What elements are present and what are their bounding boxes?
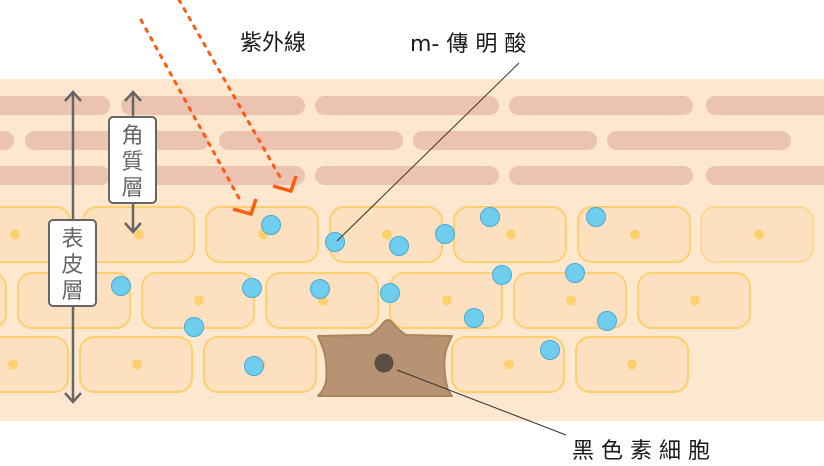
cell-nucleus [10,229,20,240]
cell-nucleus [134,229,144,240]
epidermis-cell [0,274,7,327]
cell-nucleus [627,359,637,370]
cell-nucleus [132,359,142,370]
tranexamic-acid-particle [261,215,281,235]
melanocyte-nucleus [374,353,394,373]
tranexamic-acid-particle [492,265,512,285]
cell-nucleus [754,229,764,240]
corneum-strip [315,166,499,185]
leader-lines [336,62,567,436]
tranexamic-acid-particle [565,263,585,283]
stratum-corneum-label-char: 層 [121,176,143,201]
corneum-strip [121,96,305,115]
uv-ray-arrowhead [272,175,298,194]
uv-label: 紫外線 [240,31,306,56]
cell-nucleus [504,359,514,370]
corneum-measure-arrow-up-icon [124,90,142,102]
labels: 紫外線 m- 傳 明 酸 黑 色 素 細 胞 [240,31,710,464]
tranexamic-acid-particle [586,207,606,227]
tranexamic-acid-particle [464,308,484,328]
cell-nucleus [506,229,516,240]
corneum-strip [509,96,693,115]
melanocyte-cell [317,319,453,397]
stratum-corneum-label-char: 角 [121,124,143,149]
corneum-strip [607,131,791,150]
cell-nucleus [630,229,640,240]
melanocyte-label: 黑 色 素 細 胞 [572,439,710,464]
cell-nucleus [442,295,452,306]
epidermis-label-box [48,219,97,307]
corneum-strip [706,166,824,185]
uv-rays [139,0,298,217]
corneum-strip [0,96,110,115]
corneum-strip [0,131,14,150]
tranexamic-acid-particle [389,236,409,256]
corneum-strip [509,166,693,185]
tranexamic-acid-particle [184,317,204,337]
corneum-strip [413,131,597,150]
cell-nucleus [194,295,204,306]
tranexamic-acid-particle [380,283,400,303]
epidermis-measure-arrow-up-icon [64,90,82,102]
uv-ray-line [177,0,282,179]
tranexamic-acid-particle [597,311,617,331]
melanocyte-leader [396,369,567,436]
cell-nucleus [8,359,18,370]
epidermis-label-char: 層 [61,279,83,304]
uv-ray-arrowhead [232,198,258,217]
corneum-strip [121,166,305,185]
tranexamic-acid-particle [435,224,455,244]
cell-nucleus [690,295,700,306]
tranexamic-acid-particle [540,340,560,360]
tranexamic-acid-particle [480,207,500,227]
cell-nucleus [566,295,576,306]
epidermis-measure-arrow-down-icon [64,392,82,404]
stratum-corneum-label-box [108,116,157,204]
uv-ray-line [139,18,242,202]
corneum-strip [706,96,824,115]
corneum-strip [219,131,403,150]
tranexamic-acid-particle [242,278,262,298]
stratum-corneum-strips [0,96,824,185]
tranexamic-acid-particle [244,356,264,376]
corneum-measure-arrow-down-icon [124,222,142,234]
corneum-strip [315,96,499,115]
tranexamic-acid-label: m- 傳 明 酸 [410,32,526,57]
tranexamic-acid-particles [111,207,617,376]
epidermis-label-char: 表 [61,227,83,252]
tranexamic-acid-particle [310,279,330,299]
epidermis-label-char: 皮 [61,253,83,278]
corneum-strip [0,166,110,185]
tranexamic-acid-particle [325,232,345,252]
tranexamic-acid-particle [111,276,131,296]
tranexamic-acid-leader [336,62,520,242]
stratum-corneum-label-char: 質 [121,150,143,175]
cell-nucleus [382,229,392,240]
epidermis-cell [0,336,69,393]
